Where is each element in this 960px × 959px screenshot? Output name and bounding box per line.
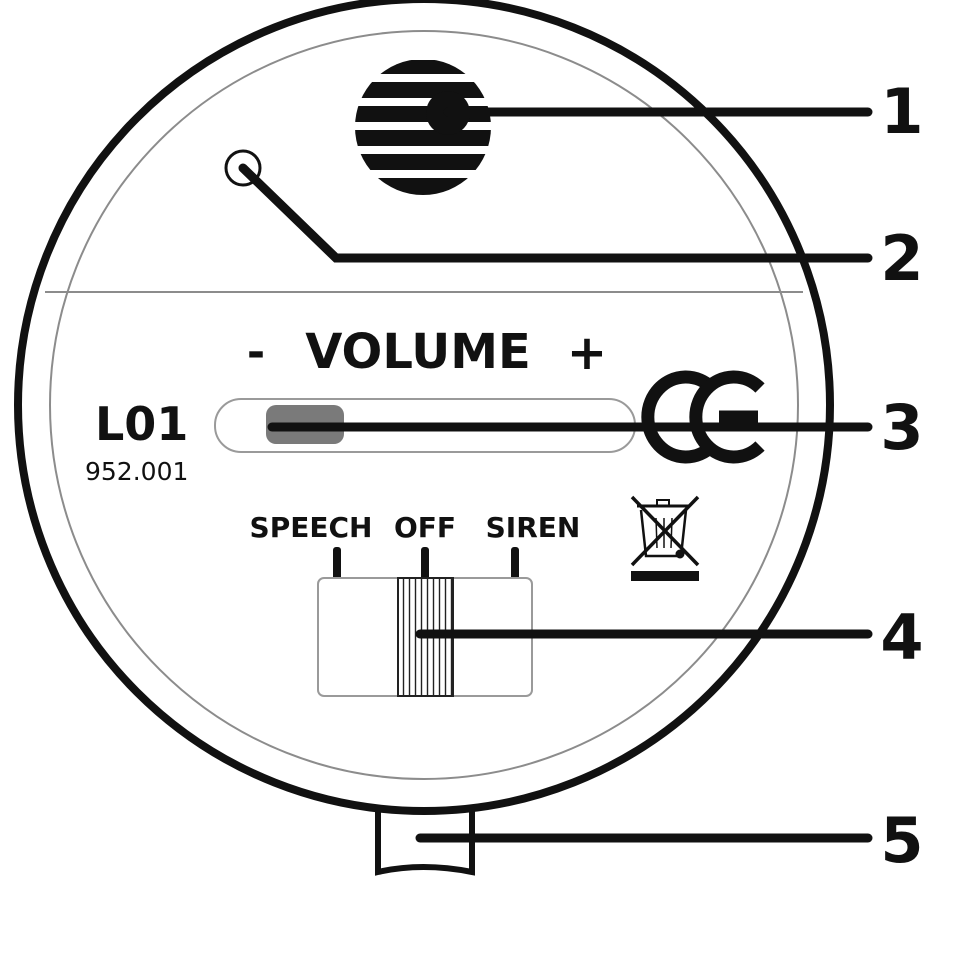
mode-option-siren: SIREN bbox=[486, 511, 581, 544]
callout-number-5: 5 bbox=[880, 804, 923, 877]
volume-minus: - bbox=[247, 327, 265, 378]
model-label: L01 bbox=[95, 397, 188, 451]
callout-number-1: 1 bbox=[880, 75, 923, 148]
callout-number-2: 2 bbox=[880, 222, 923, 295]
callout-leaders bbox=[238, 107, 873, 843]
volume-label: VOLUME bbox=[305, 324, 531, 380]
weee-bin-icon bbox=[630, 495, 700, 581]
mode-option-speech: SPEECH bbox=[250, 511, 373, 544]
callout-number-4: 4 bbox=[880, 601, 923, 674]
mode-option-off: OFF bbox=[394, 511, 456, 544]
ce-mark bbox=[641, 370, 765, 464]
device-inner-rim bbox=[49, 30, 799, 780]
callout-leader-2 bbox=[238, 163, 873, 263]
part-number: 952.001 bbox=[85, 457, 188, 486]
callout-number-3: 3 bbox=[880, 391, 923, 464]
mode-pin-siren bbox=[511, 547, 519, 580]
mode-pin-speech bbox=[333, 547, 341, 580]
volume-plus: + bbox=[567, 325, 607, 381]
mode-pin-off bbox=[421, 547, 429, 580]
